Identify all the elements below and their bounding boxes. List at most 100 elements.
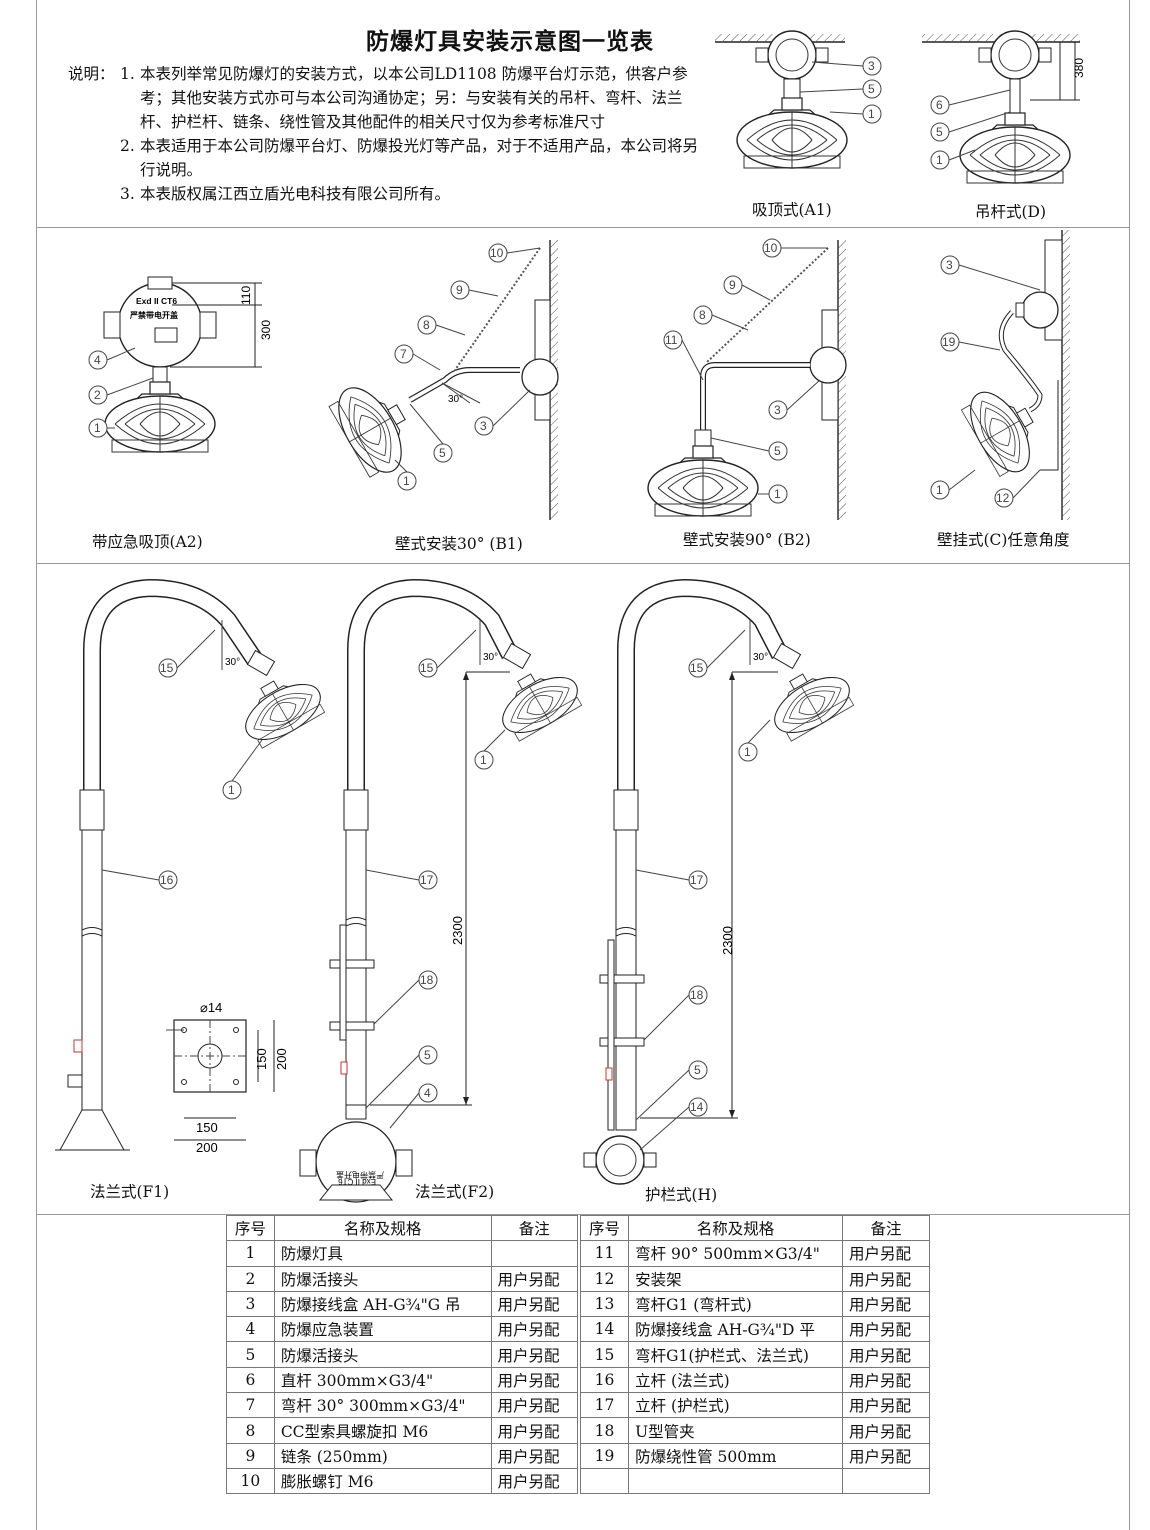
note-text: 本表版权属江西立盾光电科技有限公司所有。 — [140, 185, 451, 203]
cell-remark: 用户另配 — [490, 1341, 579, 1368]
svg-text:15: 15 — [690, 661, 704, 675]
svg-text:1: 1 — [228, 783, 235, 797]
svg-text:1: 1 — [744, 745, 751, 759]
cell-no: 10 — [226, 1467, 275, 1495]
svg-text:18: 18 — [690, 988, 704, 1002]
cell-name: 弯杆G1(护栏式、法兰式) — [628, 1341, 843, 1368]
diagram-b2: 10 9 8 11 3 5 1 — [647, 238, 847, 520]
svg-text:7: 7 — [400, 347, 407, 361]
cell-remark: 用户另配 — [841, 1442, 931, 1469]
divider — [36, 563, 1129, 564]
cell-name: 弯杆 30° 300mm×G3/4" — [273, 1392, 492, 1419]
box-marking: Exd II CT6 — [136, 296, 177, 306]
cell-name: 防爆活接头 — [273, 1341, 492, 1368]
svg-text:17: 17 — [420, 873, 434, 887]
caption-a1: 吸顶式(A1) — [752, 201, 832, 219]
divider — [36, 1214, 1129, 1215]
cell-no: 8 — [226, 1417, 275, 1444]
cell-remark: 用户另配 — [490, 1366, 579, 1394]
header-remark: 备注 — [841, 1214, 931, 1242]
cell-remark: 用户另配 — [841, 1265, 931, 1292]
cell-remark: 用户另配 — [841, 1417, 931, 1444]
cell-no: 14 — [579, 1316, 630, 1343]
cell-name: 防爆绕性管 500mm — [628, 1442, 843, 1469]
cell-remark: 用户另配 — [490, 1290, 579, 1318]
dimension-label: 150 — [254, 1048, 269, 1070]
cell-no: 4 — [226, 1316, 275, 1343]
svg-text:5: 5 — [774, 444, 781, 458]
cell-name: 膨胀螺钉 M6 — [273, 1467, 492, 1495]
caption-b2: 壁式安装90° (B2) — [683, 531, 811, 549]
cell-name: 防爆接线盒 AH-G¾"G 吊 — [273, 1290, 492, 1318]
svg-text:1: 1 — [936, 153, 943, 167]
box-marking: 严禁带电开盖 — [336, 1170, 384, 1180]
svg-text:5: 5 — [439, 446, 446, 460]
svg-text:8: 8 — [423, 318, 430, 332]
cell-name — [628, 1467, 843, 1495]
svg-text:3: 3 — [868, 59, 875, 73]
svg-text:1: 1 — [403, 474, 410, 488]
cell-no: 17 — [579, 1392, 630, 1419]
dimension-label: 2300 — [720, 926, 735, 955]
cell-name: 弯杆 90° 500mm×G3/4" — [628, 1240, 843, 1267]
svg-text:19: 19 — [942, 335, 956, 349]
cell-name: 防爆活接头 — [273, 1265, 492, 1292]
cell-remark: 用户另配 — [490, 1442, 579, 1469]
installation-drawings: 3 5 1 380 6 5 1 Exd II CT6 严禁带电开盖 — [55, 30, 1086, 1203]
cell-remark: 用户另配 — [490, 1417, 579, 1444]
cell-name: 链条 (250mm) — [273, 1442, 492, 1469]
dimension-label: 300 — [259, 320, 273, 340]
cell-remark: 用户另配 — [490, 1316, 579, 1343]
cell-no — [579, 1467, 630, 1495]
caption-f2: 法兰式(F2) — [415, 1183, 495, 1201]
cell-no: 15 — [579, 1341, 630, 1368]
angle-label: 30° — [483, 652, 498, 663]
angle-label: 30° — [225, 657, 240, 668]
table-header-row: 序号 名称及规格 备注 — [579, 1214, 931, 1242]
cell-remark: 用户另配 — [841, 1290, 931, 1318]
divider — [36, 227, 1129, 228]
cell-remark: 用户另配 — [841, 1240, 931, 1267]
svg-text:5: 5 — [694, 1063, 701, 1077]
header-remark: 备注 — [490, 1214, 579, 1242]
cell-no: 6 — [226, 1366, 275, 1394]
cell-remark: 用户另配 — [841, 1392, 931, 1419]
svg-text:4: 4 — [94, 353, 101, 367]
angle-label: 30° — [448, 394, 463, 405]
svg-text:5: 5 — [936, 125, 943, 139]
header-no: 序号 — [226, 1214, 275, 1242]
cell-no: 11 — [579, 1240, 630, 1267]
svg-text:3: 3 — [946, 258, 953, 272]
svg-text:11: 11 — [665, 333, 678, 347]
svg-text:15: 15 — [160, 661, 174, 675]
cell-remark: 用户另配 — [490, 1392, 579, 1419]
table-row — [579, 1467, 931, 1495]
svg-text:5: 5 — [868, 82, 875, 96]
cell-no: 13 — [579, 1290, 630, 1318]
diagram-h: 30° 2300 15 1 17 18 5 14 — [583, 578, 859, 1185]
cell-no: 1 — [226, 1240, 275, 1267]
cell-no: 12 — [579, 1265, 630, 1292]
header-name: 名称及规格 — [273, 1214, 492, 1242]
cell-no: 3 — [226, 1290, 275, 1318]
dimension-label: 380 — [1072, 58, 1086, 78]
svg-text:1: 1 — [480, 753, 487, 767]
cell-name: U型管夹 — [628, 1417, 843, 1444]
cell-name: 立杆 (法兰式) — [628, 1366, 843, 1394]
svg-text:1: 1 — [774, 487, 781, 501]
svg-text:16: 16 — [160, 873, 174, 887]
dimension-label: ⌀14 — [200, 1000, 222, 1015]
caption-b1: 壁式安装30° (B1) — [395, 535, 523, 553]
